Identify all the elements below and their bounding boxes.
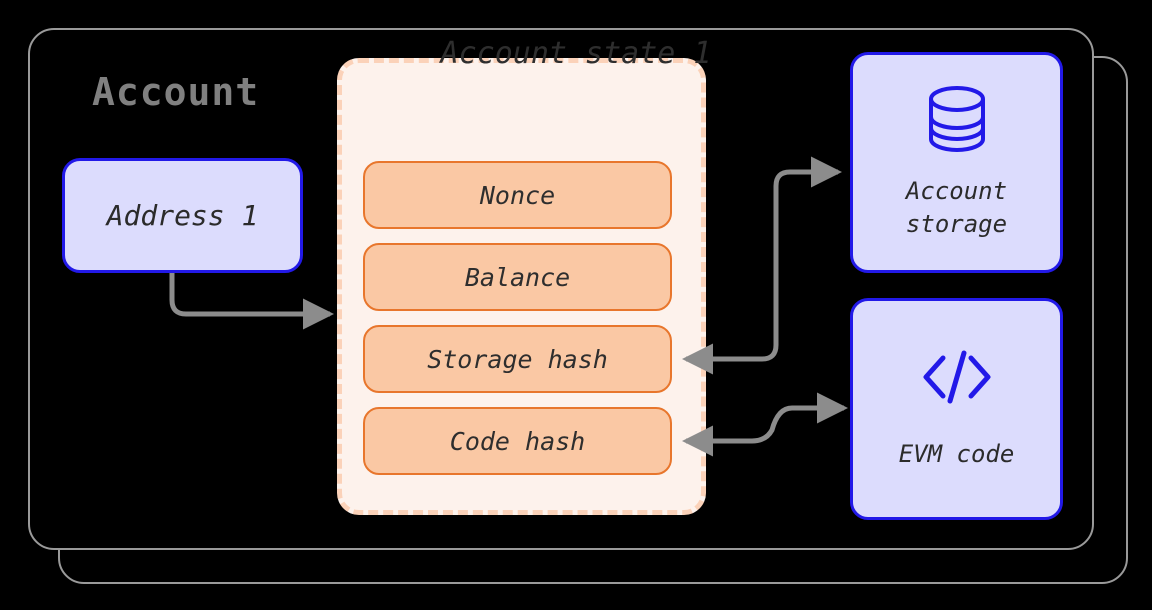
field-pill-storage-hash[interactable]: Storage hash [363,325,672,393]
field-label-code-hash: Code hash [449,426,586,456]
evm-code-box[interactable]: EVM code [850,298,1063,520]
account-storage-box[interactable]: Account storage [850,52,1063,273]
field-label-balance: Balance [464,262,571,292]
address-box[interactable]: Address 1 [62,158,303,273]
field-pill-code-hash[interactable]: Code hash [363,407,672,475]
account-storage-label: Account storage [905,177,1008,238]
field-label-nonce: Nonce [479,180,556,210]
database-icon [926,85,988,159]
code-brackets-icon [918,348,996,412]
evm-code-label: EVM code [898,439,1015,468]
account-state-title: Account state 1 [440,36,712,71]
page-title: Account [92,70,260,114]
field-pill-balance[interactable]: Balance [363,243,672,311]
field-label-storage-hash: Storage hash [427,344,608,374]
field-pill-nonce[interactable]: Nonce [363,161,672,229]
address-label: Address 1 [106,198,259,232]
